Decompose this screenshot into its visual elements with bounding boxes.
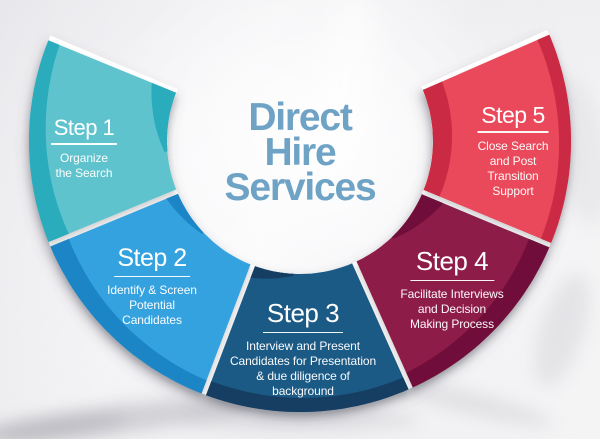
step-4-shade-band [391, 194, 444, 239]
step-1-desc-line: the Search [55, 165, 113, 180]
step-5-desc-line: Close Search [477, 138, 549, 153]
diagram-title-line-3: Services [224, 166, 377, 209]
shadow [0, 414, 128, 439]
step-4-description: Facilitate Interviews and Decision Makin… [400, 287, 503, 332]
step-1-segment [29, 40, 177, 243]
step-3-underline [263, 331, 343, 334]
step-4-label-group: Step 4 Facilitate Interviews and Decisio… [400, 246, 503, 332]
step-1-wedge [29, 40, 177, 243]
step-4-shade-band [406, 238, 550, 388]
step-4-desc-line: and Decision [417, 302, 487, 317]
step-2-shade-band [165, 193, 204, 234]
step-4-segment [356, 194, 550, 388]
step-5-label-group: Step 5 Close Search and Post Transition … [477, 102, 549, 199]
step-1-shade-band [29, 40, 69, 243]
step-4-wedge [356, 194, 550, 388]
step-wedges [29, 34, 571, 412]
shadow [534, 274, 590, 386]
diagram-title: Direct Hire Services [224, 96, 377, 209]
step-1-label-group: Step 1 Organize the Search [51, 116, 117, 181]
step-4-underline [410, 279, 494, 282]
step-4-desc-line: Facilitate Interviews [400, 287, 504, 302]
step-5-underline [477, 131, 549, 133]
step-5-description: Close Search and Post Transition Support [478, 139, 549, 199]
diagram-title-line-1: Direct [248, 96, 353, 139]
step-1-underline [51, 143, 117, 145]
step-5-shade-band [422, 81, 452, 197]
step-5-shade-band [537, 34, 571, 243]
step-2-label-group: Step 2 Identify & Screen Potential Candi… [107, 245, 197, 328]
shadow [387, 379, 553, 427]
step-3-title: Step 3 [266, 298, 340, 328]
step-1-desc-line: Organize [60, 150, 108, 165]
step-5-segment [422, 34, 571, 243]
step-4-title: Step 4 [415, 246, 489, 276]
step-3-desc-line: Candidates for Presentation [229, 354, 377, 369]
step-1-shade-band [151, 82, 177, 152]
shadow [180, 408, 420, 430]
step-5-wedge [422, 34, 571, 243]
step-2-desc-line: Candidates [122, 313, 182, 327]
white-streak [314, 0, 376, 180]
step-3-shade-band [206, 377, 409, 412]
step-5-desc-line: Transition [487, 168, 539, 183]
step-3-desc-line: & due diligence of [256, 369, 350, 384]
step-3-segment [206, 263, 409, 412]
step-2-description: Identify & Screen Potential Candidates [107, 283, 197, 328]
step-2-wedge [50, 193, 251, 394]
step-3-desc-line: background [272, 384, 334, 399]
step-3-wedge [206, 263, 409, 412]
step-4-desc-line: Making Process [410, 317, 494, 332]
step-2-shade-band [50, 238, 207, 394]
step-5-desc-line: Support [492, 183, 534, 198]
step-3-desc-line: Interview and Present [246, 339, 360, 354]
step-2-desc-line: Potential [129, 298, 175, 312]
step-3-description: Interview and Present Candidates for Pre… [230, 339, 376, 399]
step-2-segment [50, 193, 251, 394]
step-2-underline [114, 275, 190, 277]
step-2-title: Step 2 [117, 244, 187, 272]
step-1-description: Organize the Search [51, 151, 117, 181]
step-5-title: Step 5 [481, 102, 545, 128]
step-3-label-group: Step 3 Interview and Present Candidates … [230, 298, 376, 399]
step-5-desc-line: and Post [489, 153, 537, 168]
diagram-title-line-2: Hire [264, 131, 336, 174]
step-3-shade-band [250, 266, 294, 279]
step-1-title: Step 1 [53, 115, 115, 140]
step-2-desc-line: Identify & Screen [107, 283, 197, 297]
